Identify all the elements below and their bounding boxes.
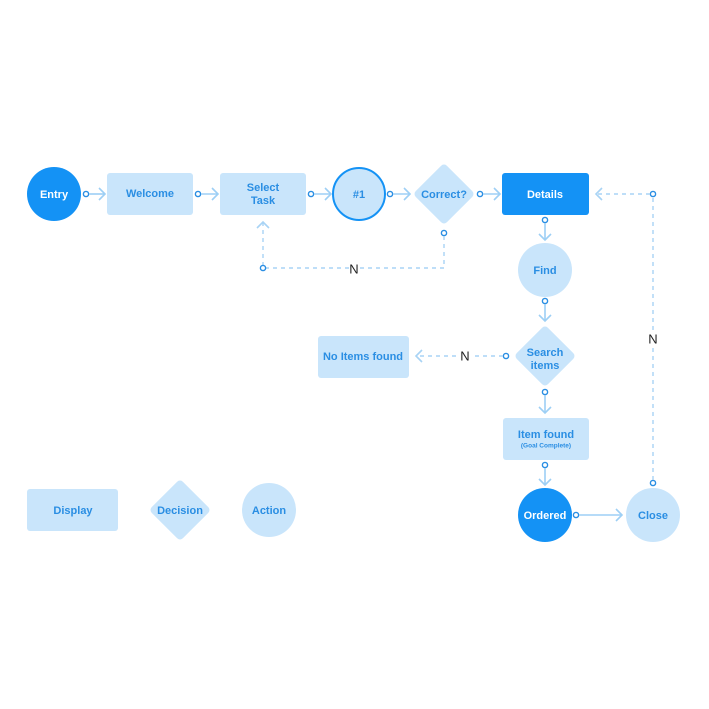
legend-action-label: Action (252, 505, 287, 517)
node-details[interactable]: Details (502, 173, 589, 215)
node-find[interactable]: Find (518, 243, 572, 297)
edge-label-search-no: N (460, 348, 469, 363)
legend-action: Action (242, 483, 296, 537)
node-close-label: Close (638, 510, 668, 522)
node-step1-label: #1 (353, 189, 365, 201)
node-entry-label: Entry (40, 189, 69, 201)
node-entry[interactable]: Entry (27, 167, 81, 221)
node-select-task-label-1: Select (247, 182, 280, 194)
node-search-items-label-1: Search (527, 347, 564, 359)
node-item-found-sublabel: (Goal Complete) (521, 443, 571, 450)
node-select-task-label-2: Task (251, 195, 276, 207)
node-ordered[interactable]: Ordered (518, 488, 572, 542)
node-select-task[interactable]: Select Task (220, 173, 306, 215)
connector-details-find (538, 216, 552, 242)
connector-search-itemfound (538, 388, 552, 415)
legend: Display Decision Action (27, 480, 296, 540)
connector-find-search (538, 297, 552, 323)
legend-decision-label: Decision (157, 505, 203, 517)
node-ordered-label: Ordered (524, 510, 567, 522)
node-correct[interactable]: Correct? (413, 163, 475, 225)
connector-ordered-close (572, 508, 624, 522)
connector-close-no (594, 187, 657, 487)
legend-display: Display (27, 489, 118, 531)
node-item-found-label: Item found (518, 429, 574, 441)
node-no-items-found[interactable]: No Items found (318, 336, 409, 378)
connector-correct-details (476, 187, 502, 201)
connector-step1-correct (386, 187, 412, 201)
edge-label-correct-no: N (349, 261, 358, 276)
node-details-label: Details (527, 189, 563, 201)
node-welcome[interactable]: Welcome (107, 173, 193, 215)
connector-select-step1 (307, 187, 333, 201)
node-step1[interactable]: #1 (332, 167, 386, 221)
node-item-found[interactable]: Item found (Goal Complete) (503, 418, 589, 460)
connector-correct-no (256, 220, 448, 272)
connector-itemfound-ordered (538, 461, 552, 487)
connector-search-no (414, 349, 510, 363)
legend-display-label: Display (53, 505, 93, 517)
node-find-label: Find (533, 265, 556, 277)
node-welcome-label: Welcome (126, 188, 174, 200)
node-search-items-label-2: items (531, 360, 560, 372)
connectors (82, 187, 624, 522)
node-correct-label: Correct? (421, 189, 467, 201)
node-close[interactable]: Close (626, 488, 680, 542)
node-no-items-found-label: No Items found (323, 351, 403, 363)
legend-decision: Decision (150, 480, 210, 540)
dashed-connectors (256, 187, 657, 487)
node-search-items[interactable]: Search items (514, 325, 576, 387)
connector-entry-welcome (82, 187, 107, 201)
connector-welcome-select (194, 187, 220, 201)
edge-label-close-no: N (648, 331, 657, 346)
